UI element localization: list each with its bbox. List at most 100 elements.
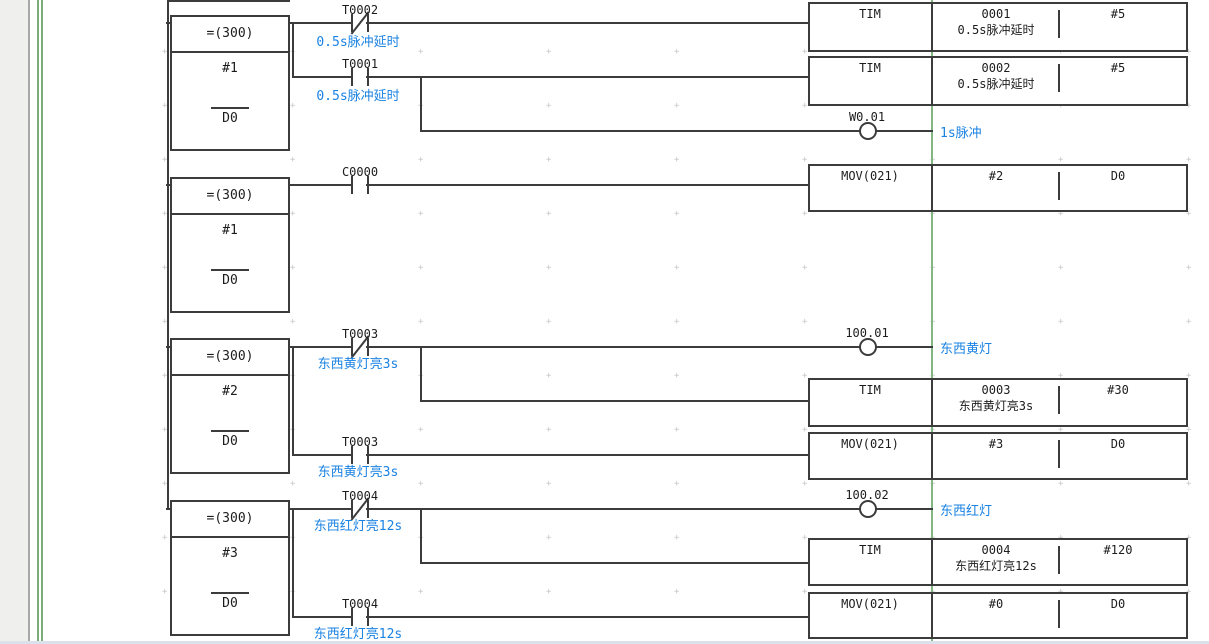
compare-instruction: =(300) — [206, 349, 254, 364]
instruction-operand-2: #5 — [1110, 7, 1126, 21]
wire — [420, 346, 422, 402]
operand-separator — [1058, 64, 1060, 92]
block-divider — [931, 380, 933, 425]
comparison-block-1[interactable]: =(300) #1 D0 — [170, 15, 290, 151]
block-divider — [931, 540, 933, 584]
instruction-block-tim-0001[interactable]: TIM 0001 0.5s脉冲延时 #5 — [808, 2, 1188, 52]
instruction-operand-2: #120 — [1103, 543, 1133, 557]
wire — [366, 346, 860, 348]
compare-operand-1: #3 — [222, 546, 238, 561]
block-divider — [172, 536, 288, 538]
operand-separator — [1058, 386, 1060, 414]
compare-operand-2: D0 — [222, 434, 238, 449]
contact-comment: 东西黄灯亮3s — [317, 465, 399, 480]
coil-comment: 1s脉冲 — [940, 126, 982, 141]
block-divider — [172, 374, 288, 376]
coil-label: W0.01 — [848, 110, 886, 124]
rung-margin-gutter — [0, 0, 30, 644]
wire — [292, 454, 352, 456]
wire — [420, 508, 422, 564]
operand-comment: 东西红灯亮12s — [955, 559, 1037, 573]
wire — [366, 616, 810, 618]
contact-t0001-no[interactable] — [351, 68, 369, 86]
instruction-name: TIM — [859, 61, 881, 75]
operand-overline — [211, 430, 249, 432]
instruction-block-tim-0002[interactable]: TIM 0002 0.5s脉冲延时 #5 — [808, 56, 1188, 106]
comparison-block-2[interactable]: =(300) #1 D0 — [170, 177, 290, 313]
contact-t0004-nc[interactable] — [350, 497, 370, 521]
instruction-operand-1: 0001 — [981, 7, 1011, 21]
contact-comment: 0.5s脉冲延时 — [316, 35, 400, 50]
instruction-operand-2: D0 — [1110, 169, 1126, 183]
instruction-operand-2: D0 — [1110, 437, 1126, 451]
branch-rail — [167, 0, 169, 510]
wire — [288, 184, 352, 186]
wire — [420, 130, 860, 132]
comparison-block-4[interactable]: =(300) #3 D0 — [170, 500, 290, 636]
contact-label: T0002 — [341, 3, 379, 17]
coil-label: 100.02 — [845, 488, 889, 502]
wire — [166, 22, 172, 24]
wire — [288, 346, 352, 348]
compare-operand-1: #1 — [222, 223, 238, 238]
previous-block-edge — [167, 0, 290, 2]
block-divider — [172, 213, 288, 215]
operand-separator — [1058, 440, 1060, 468]
block-divider — [931, 4, 933, 50]
instruction-operand-1: #2 — [988, 169, 1004, 183]
wire — [292, 76, 352, 78]
instruction-operand-1: 0004 — [981, 543, 1011, 557]
wire — [366, 76, 810, 78]
instruction-block-mov-1[interactable]: MOV(021) #2 D0 — [808, 164, 1188, 212]
operand-overline — [211, 592, 249, 594]
operand-separator — [1058, 600, 1060, 628]
contact-t0003-no[interactable] — [351, 446, 369, 464]
contact-label: T0003 — [341, 435, 379, 449]
compare-operand-2: D0 — [222, 111, 238, 126]
operand-separator — [1058, 546, 1060, 574]
wire — [292, 22, 294, 78]
left-bus-bar — [37, 0, 39, 641]
contact-label: T0001 — [341, 57, 379, 71]
instruction-operand-1: 0003 — [981, 383, 1011, 397]
instruction-operand-2: #5 — [1110, 61, 1126, 75]
coil-w0-01[interactable] — [859, 122, 877, 140]
instruction-block-tim-0004[interactable]: TIM 0004 东西红灯亮12s #120 — [808, 538, 1188, 586]
coil-100-02[interactable] — [859, 500, 877, 518]
operand-separator — [1058, 10, 1060, 38]
contact-comment: 东西红灯亮12s — [313, 627, 403, 642]
instruction-operand-2: D0 — [1110, 597, 1126, 611]
compare-instruction: =(300) — [206, 26, 254, 41]
contact-c0000-no[interactable] — [351, 176, 369, 194]
block-divider — [172, 51, 288, 53]
contact-t0003-nc[interactable] — [350, 335, 370, 359]
wire — [292, 346, 294, 456]
comparison-block-3[interactable]: =(300) #2 D0 — [170, 338, 290, 474]
window-bottom-edge — [0, 641, 1209, 644]
operand-comment: 0.5s脉冲延时 — [957, 23, 1035, 37]
coil-100-01[interactable] — [859, 338, 877, 356]
compare-operand-1: #2 — [222, 384, 238, 399]
wire — [366, 454, 810, 456]
wire — [420, 76, 422, 132]
wire — [876, 346, 933, 348]
block-divider — [931, 594, 933, 637]
instruction-block-tim-0003[interactable]: TIM 0003 东西黄灯亮3s #30 — [808, 378, 1188, 427]
wire — [166, 184, 172, 186]
contact-comment: 0.5s脉冲延时 — [316, 89, 400, 104]
wire — [366, 184, 810, 186]
contact-t0004-no[interactable] — [351, 608, 369, 626]
instruction-block-mov-3[interactable]: MOV(021) #0 D0 — [808, 592, 1188, 639]
wire — [366, 22, 810, 24]
instruction-name: TIM — [859, 383, 881, 397]
instruction-name: MOV(021) — [841, 437, 899, 451]
operand-comment: 东西黄灯亮3s — [958, 399, 1034, 413]
instruction-block-mov-2[interactable]: MOV(021) #3 D0 — [808, 432, 1188, 480]
block-divider — [931, 58, 933, 104]
contact-t0002-nc[interactable] — [350, 11, 370, 35]
wire — [876, 130, 933, 132]
contact-label: T0003 — [341, 327, 379, 341]
compare-instruction: =(300) — [206, 188, 254, 203]
wire — [420, 562, 810, 564]
contact-comment: 东西红灯亮12s — [313, 519, 403, 534]
